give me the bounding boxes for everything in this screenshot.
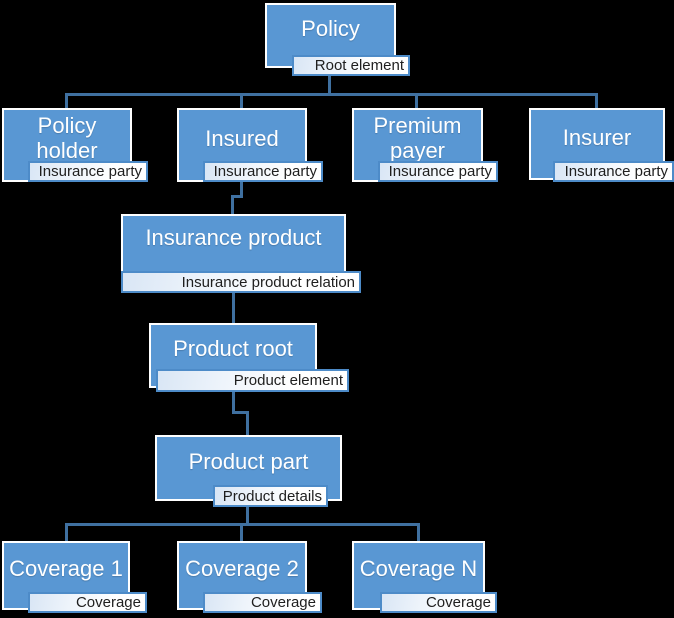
node-insurance-product: Insurance product [121,214,346,274]
node-premium-payer-title: Premium payer [373,113,462,163]
node-coverage-1-tag: Coverage [28,592,147,613]
connector-root-to-part [246,411,249,435]
node-insurer-tag: Insurance party [553,161,674,182]
node-policy-holder-title: Policy holder [36,113,98,163]
node-product-part-title: Product part [188,448,309,474]
connector-drop-insurer [595,93,598,108]
node-product-root-tag: Product element [156,369,349,392]
connector-insured-down [240,182,243,198]
node-policy-holder-tag: Insurance party [28,161,148,182]
node-premium-payer-tag: Insurance party [378,161,498,182]
connector-part-stub [246,506,249,525]
node-insurance-product-title: Insurance product [145,224,322,250]
node-policy-title: Policy [301,16,360,41]
node-coverage-2-title: Coverage 2 [185,556,299,581]
node-insurer-title: Insurer [562,124,632,150]
connector-drop-premium-payer [415,93,418,108]
connector-root-jog [232,411,249,414]
node-coverage-n-tag: Coverage [380,592,497,613]
connector-root-down [232,391,235,414]
connector-drop-coverage-1 [65,523,68,541]
node-policy-tag: Root element [292,55,410,76]
node-coverage-n-title: Coverage N [359,556,478,581]
node-coverage-1-title: Coverage 1 [9,556,123,581]
connector-drop-policy-holder [65,93,68,108]
connector-insured-to-product [231,195,234,214]
connector-drop-insured [240,93,243,108]
connector-drop-coverage-n [417,523,420,541]
node-coverage-2-tag: Coverage [203,592,322,613]
connector-drop-coverage-2 [240,523,243,541]
node-product-part-tag: Product details [213,485,328,507]
connector-policy-stub [328,75,331,94]
connector-product-to-root [232,292,235,323]
node-product-root-title: Product root [173,336,293,361]
connector-insured-jog [231,195,243,198]
node-insured-tag: Insurance party [203,161,323,182]
node-insured-title: Insured [205,125,279,151]
connector-row1-bus [65,93,598,96]
node-insurance-product-tag: Insurance product relation [121,271,361,293]
